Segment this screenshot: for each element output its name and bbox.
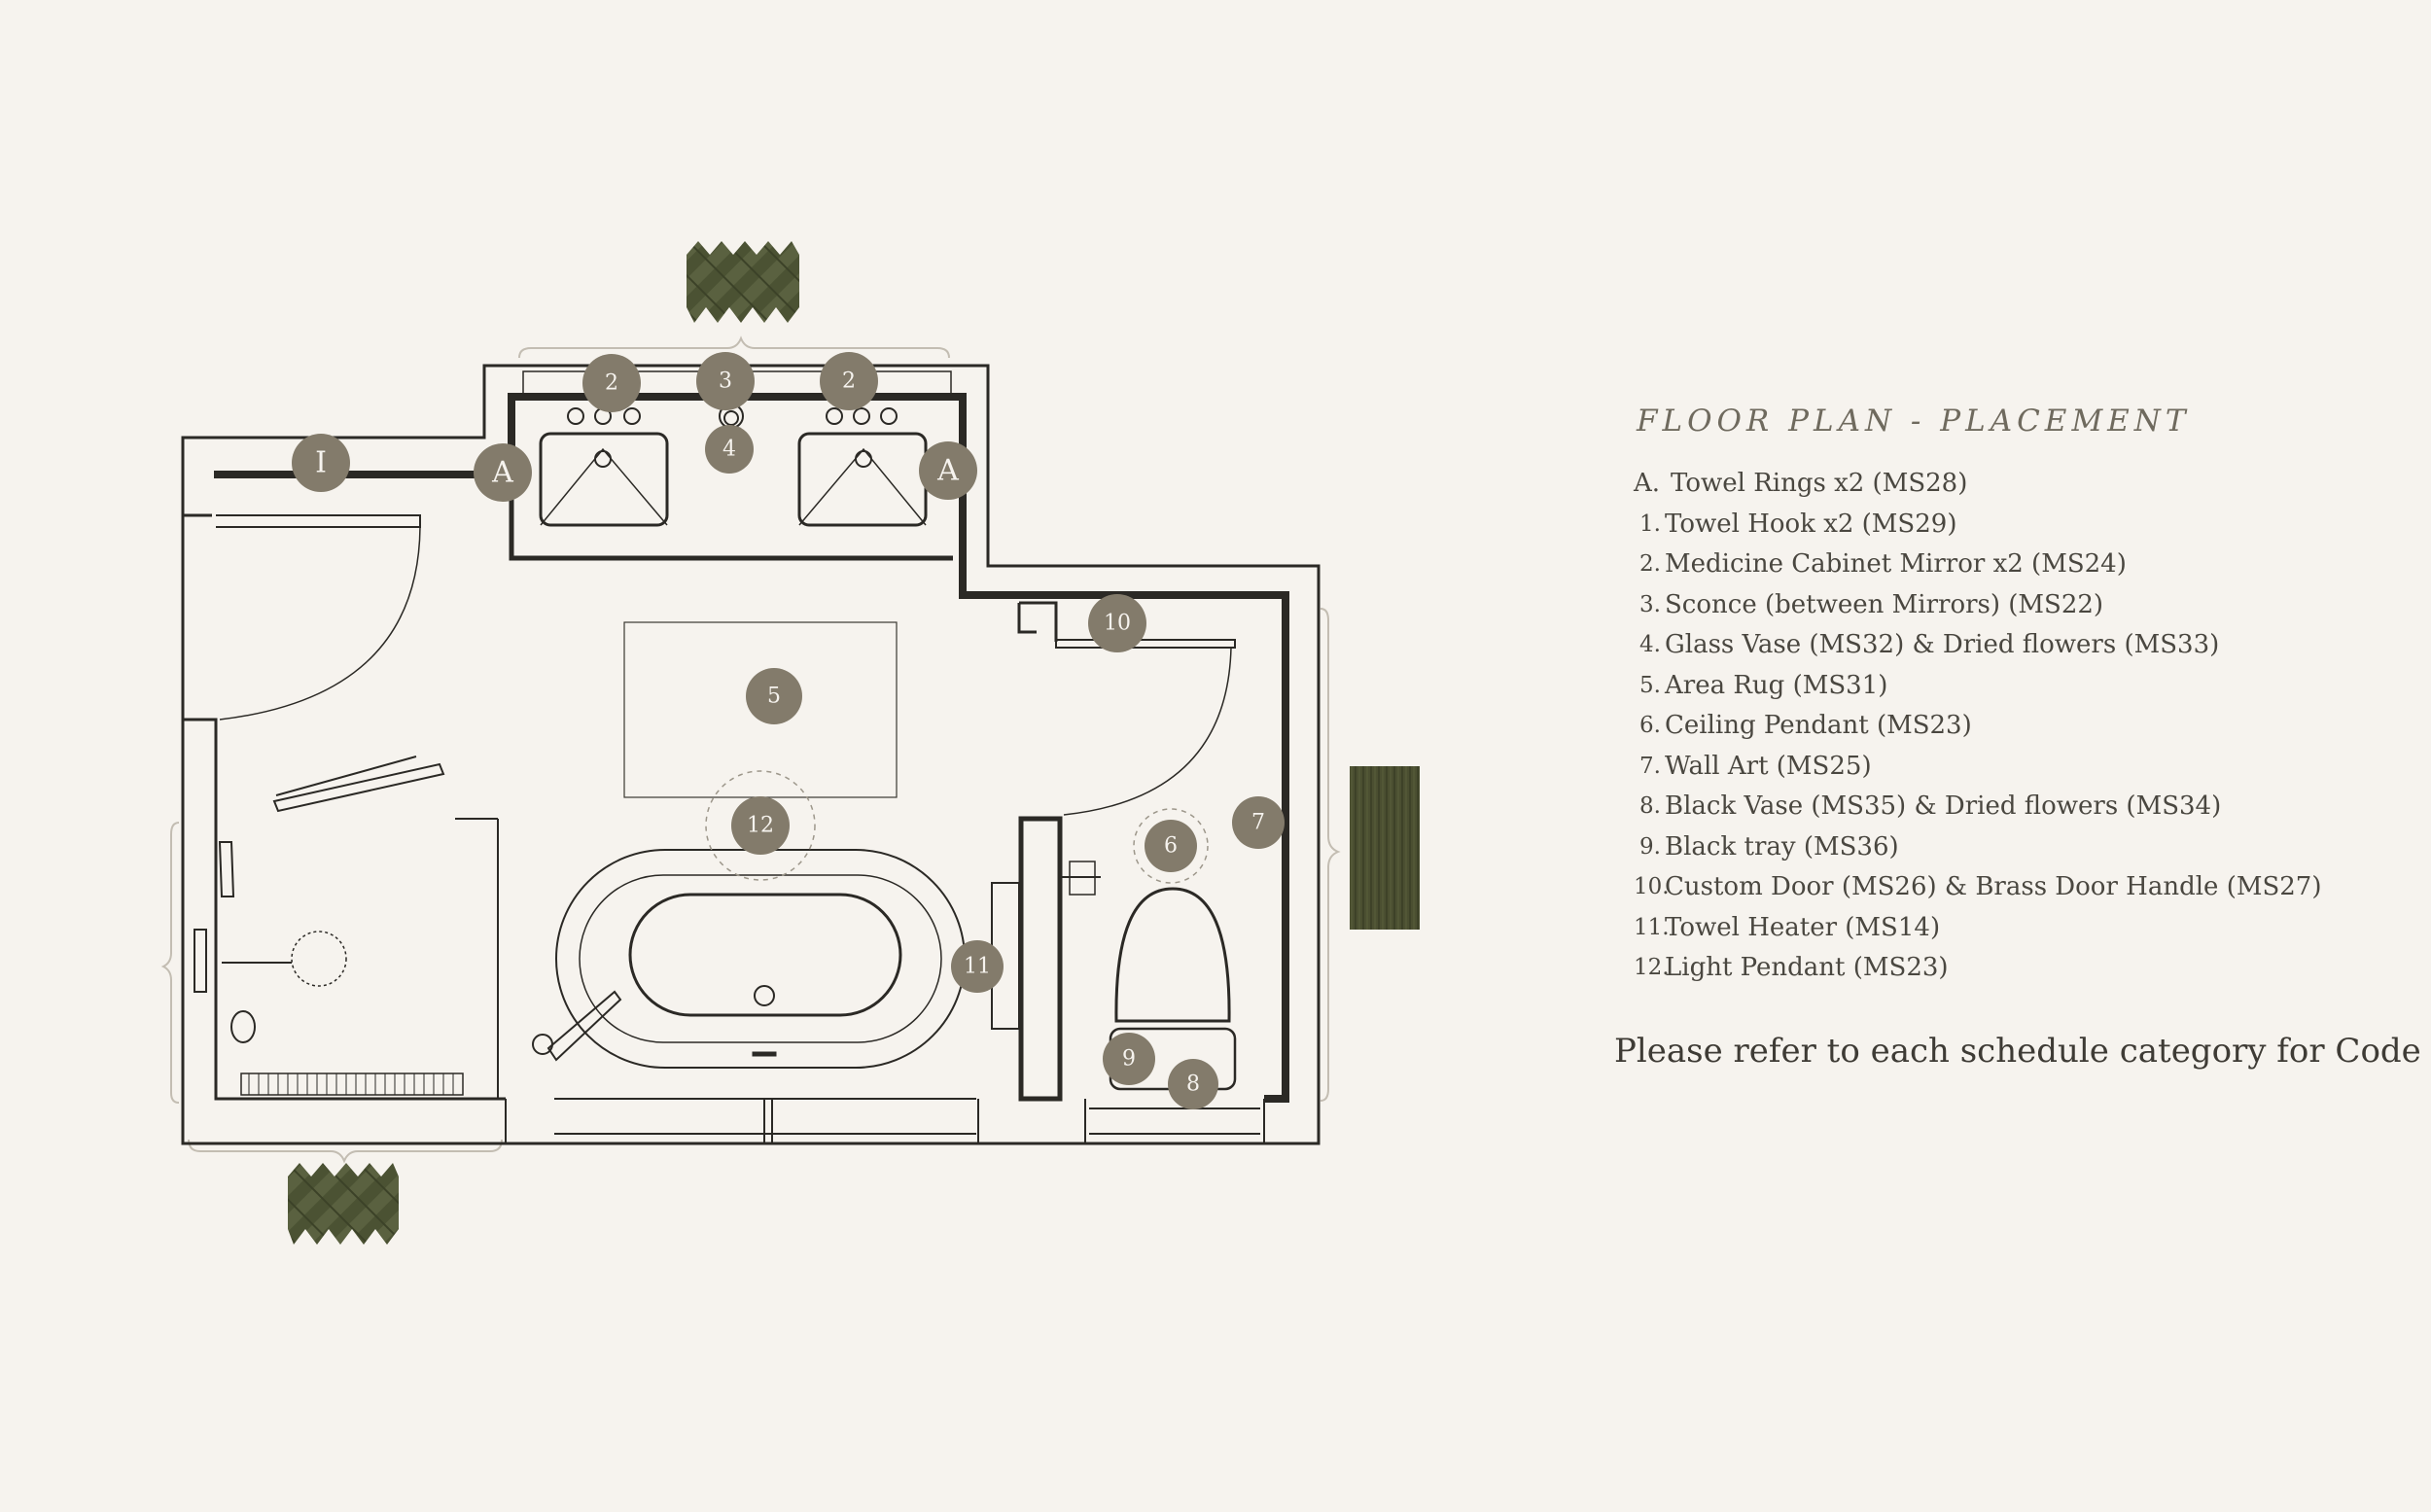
legend-label: Light Pendant (MS23) (1665, 953, 1949, 982)
legend-item: A. Towel Rings x2 (MS28) (1634, 464, 2392, 505)
bathtub (532, 849, 966, 1069)
marker-9: 9 (1103, 1033, 1155, 1085)
legend-label: Sconce (between Mirrors) (MS22) (1665, 589, 2104, 619)
marker-a-left: A (474, 443, 532, 502)
legend-label: Towel Hook x2 (MS29) (1665, 509, 1957, 539)
walls (181, 364, 1321, 1145)
legend-marker: 7. (1639, 753, 1661, 779)
legend-label: Glass Vase (MS32) & Dried flowers (MS33) (1665, 630, 2220, 659)
marker-a-right: A (919, 441, 977, 500)
legend-label: Custom Door (MS26) & Brass Door Handle (… (1665, 872, 2322, 901)
legend-item: 10.Custom Door (MS26) & Brass Door Handl… (1634, 867, 2392, 908)
svg-text:11: 11 (964, 955, 991, 979)
marker-11: 11 (951, 940, 1004, 993)
svg-text:2: 2 (605, 371, 618, 396)
legend-marker: 10. (1634, 874, 1670, 899)
legend-item: 8.Black Vase (MS35) & Dried flowers (MS3… (1634, 787, 2392, 827)
marker-7: 7 (1232, 796, 1285, 849)
legend-list: A. Towel Rings x2 (MS28) 1.Towel Hook x2 … (1634, 464, 2392, 989)
door-swings (219, 526, 1232, 816)
legend-item: 12.Light Pendant (MS23) (1634, 948, 2392, 989)
svg-text:12: 12 (747, 814, 774, 838)
marker-8: 8 (1168, 1059, 1218, 1109)
svg-text:I: I (315, 446, 327, 480)
legend-label: Black Vase (MS35) & Dried flowers (MS34) (1665, 791, 2222, 821)
legend-label: Towel Rings x2 (MS28) (1671, 469, 1968, 498)
marker-12: 12 (731, 796, 790, 855)
svg-text:A: A (491, 456, 513, 490)
dimension-braces (160, 335, 1341, 1164)
legend-marker: 1. (1639, 510, 1661, 537)
marker-2-left: 2 (582, 354, 641, 412)
legend-marker: 5. (1639, 672, 1661, 698)
legend-item: 1.Towel Hook x2 (MS29) (1634, 505, 2392, 545)
svg-text:7: 7 (1251, 811, 1265, 835)
legend-item: 7.Wall Art (MS25) (1634, 747, 2392, 788)
marker-6: 6 (1145, 820, 1197, 872)
svg-text:A: A (936, 454, 959, 488)
tile-swatch-right (1350, 766, 1420, 930)
legend-marker: 6. (1639, 713, 1661, 738)
markers: I A A 2 2 3 4 5 6 7 8 9 10 11 12 (292, 352, 1285, 1109)
legend-label: Medicine Cabinet Mirror x2 (MS24) (1665, 549, 2127, 579)
legend-marker: A. (1634, 469, 1661, 498)
legend-item: 11.Towel Heater (MS14) (1634, 908, 2392, 949)
legend-marker: 3. (1639, 591, 1661, 617)
placement-legend: FLOOR PLAN - PLACEMENT A. Towel Rings x2 … (1614, 404, 2421, 1071)
schedule-note: Please refer to each schedule category f… (1614, 1031, 2421, 1071)
legend-marker: 11. (1634, 914, 1670, 940)
marker-4: 4 (705, 425, 754, 474)
legend-marker: 12. (1634, 955, 1670, 980)
legend-marker: 4. (1639, 632, 1661, 657)
legend-marker: 9. (1639, 833, 1661, 860)
svg-text:4: 4 (722, 438, 736, 462)
svg-text:3: 3 (719, 369, 732, 394)
marker-10: 10 (1088, 594, 1146, 652)
svg-text:9: 9 (1122, 1047, 1136, 1072)
tile-swatch-top (687, 241, 799, 323)
svg-text:2: 2 (842, 369, 856, 394)
legend-label: Wall Art (MS25) (1665, 751, 1872, 781)
tile-swatch-bottom (288, 1163, 399, 1245)
legend-item: 2.Medicine Cabinet Mirror x2 (MS24) (1634, 545, 2392, 585)
marker-1: I (292, 434, 350, 492)
legend-item: 3.Sconce (between Mirrors) (MS22) (1634, 585, 2392, 626)
legend-item: 5.Area Rug (MS31) (1634, 666, 2392, 707)
shower (194, 756, 464, 1096)
marker-2-right: 2 (820, 352, 878, 410)
svg-text:8: 8 (1186, 1072, 1200, 1097)
legend-item: 9.Black tray (MS36) (1634, 827, 2392, 868)
svg-text:6: 6 (1164, 834, 1178, 859)
legend-marker: 2. (1639, 551, 1661, 577)
legend-item: 6.Ceiling Pendant (MS23) (1634, 706, 2392, 747)
legend-item: 4.Glass Vase (MS32) & Dried flowers (MS3… (1634, 625, 2392, 666)
legend-title: FLOOR PLAN - PLACEMENT (1637, 404, 2191, 439)
pendant-rings (705, 770, 1209, 884)
legend-marker: 8. (1639, 793, 1661, 819)
svg-text:10: 10 (1104, 612, 1131, 636)
legend-label: Black tray (MS36) (1665, 831, 1899, 861)
marker-3: 3 (696, 352, 755, 410)
legend-label: Ceiling Pendant (MS23) (1665, 711, 1972, 740)
marker-5: 5 (746, 668, 802, 724)
legend-label: Towel Heater (MS14) (1665, 912, 1941, 942)
svg-text:5: 5 (767, 685, 781, 709)
legend-label: Area Rug (MS31) (1665, 670, 1888, 700)
